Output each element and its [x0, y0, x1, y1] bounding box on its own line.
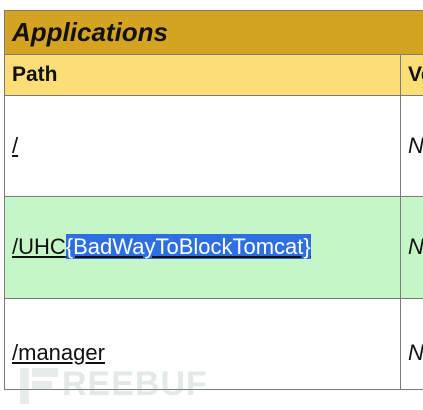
column-header-version: Version: [408, 63, 423, 86]
table-row: / N: [5, 96, 423, 197]
path-link[interactable]: /manager: [12, 340, 105, 365]
path-link[interactable]: /UHC{BadWayToBlockTomcat}: [12, 234, 311, 259]
table-row: /manager N: [5, 299, 423, 389]
table-title-bar: Applications: [5, 11, 423, 55]
column-divider: [400, 55, 401, 389]
path-cell: /UHC{BadWayToBlockTomcat}: [12, 234, 311, 260]
path-text: /UHC: [12, 234, 66, 259]
version-cell: N: [408, 234, 423, 259]
version-cell: N: [408, 340, 423, 365]
path-cell: /manager: [12, 340, 105, 366]
table-title: Applications: [12, 17, 169, 47]
table-header-row: Path Version: [5, 55, 423, 96]
column-header-path: Path: [12, 63, 58, 86]
selected-text[interactable]: {BadWayToBlockTomcat}: [65, 234, 311, 259]
path-cell: /: [12, 133, 18, 159]
table-row: /UHC{BadWayToBlockTomcat} N: [5, 197, 423, 299]
path-link[interactable]: /: [12, 133, 19, 158]
version-cell: N: [408, 133, 423, 158]
applications-table: Applications Path Version / N /UHC{BadWa…: [4, 10, 423, 390]
